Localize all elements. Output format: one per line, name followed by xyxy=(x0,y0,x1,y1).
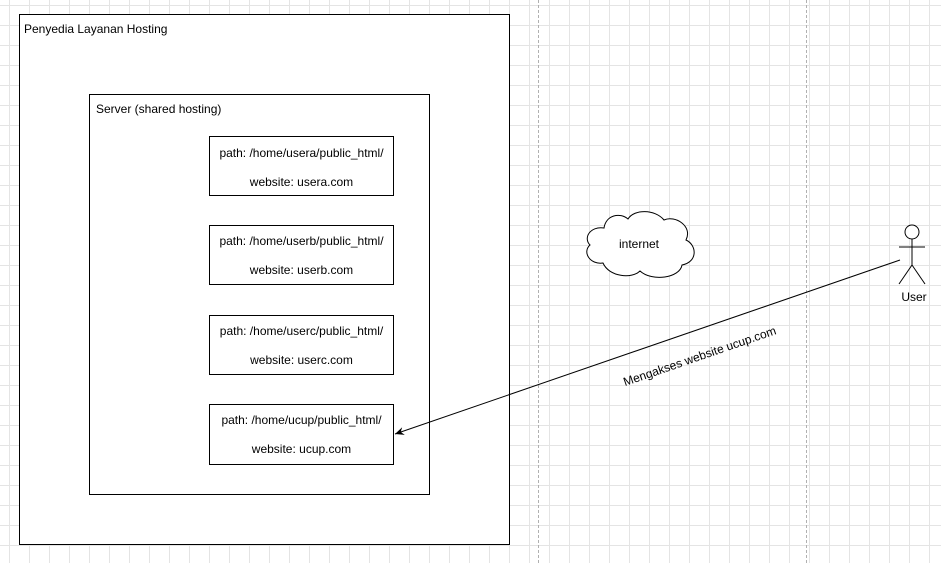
site-box-userc[interactable]: path: /home/userc/public_html/ website: … xyxy=(209,315,394,375)
site-box-usera[interactable]: path: /home/usera/public_html/ website: … xyxy=(209,136,394,196)
site-path: path: /home/userb/public_html/ xyxy=(219,234,384,248)
connection-label: Mengakses website ucup.com xyxy=(621,323,778,389)
site-website: website: userb.com xyxy=(249,263,354,277)
site-website: website: userc.com xyxy=(250,353,353,367)
connection-arrow[interactable] xyxy=(394,259,901,435)
site-website: website: ucup.com xyxy=(251,442,352,456)
cloud-label: internet xyxy=(619,237,660,251)
site-path: path: /home/usera/public_html/ xyxy=(219,146,384,160)
guide-line-right xyxy=(806,0,807,563)
site-box-ucup[interactable]: path: /home/ucup/public_html/ website: u… xyxy=(209,404,394,465)
user-actor-icon[interactable] xyxy=(898,224,926,285)
site-box-userb[interactable]: path: /home/userb/public_html/ website: … xyxy=(209,225,394,285)
actor-label: User xyxy=(901,290,926,304)
guide-line-left xyxy=(538,0,539,563)
site-website: website: usera.com xyxy=(249,175,354,189)
internet-cloud-icon[interactable] xyxy=(586,211,695,278)
site-path: path: /home/ucup/public_html/ xyxy=(221,413,382,427)
site-path: path: /home/userc/public_html/ xyxy=(219,324,384,338)
server-title: Server (shared hosting) xyxy=(96,102,222,116)
hosting-provider-title: Penyedia Layanan Hosting xyxy=(24,22,168,36)
